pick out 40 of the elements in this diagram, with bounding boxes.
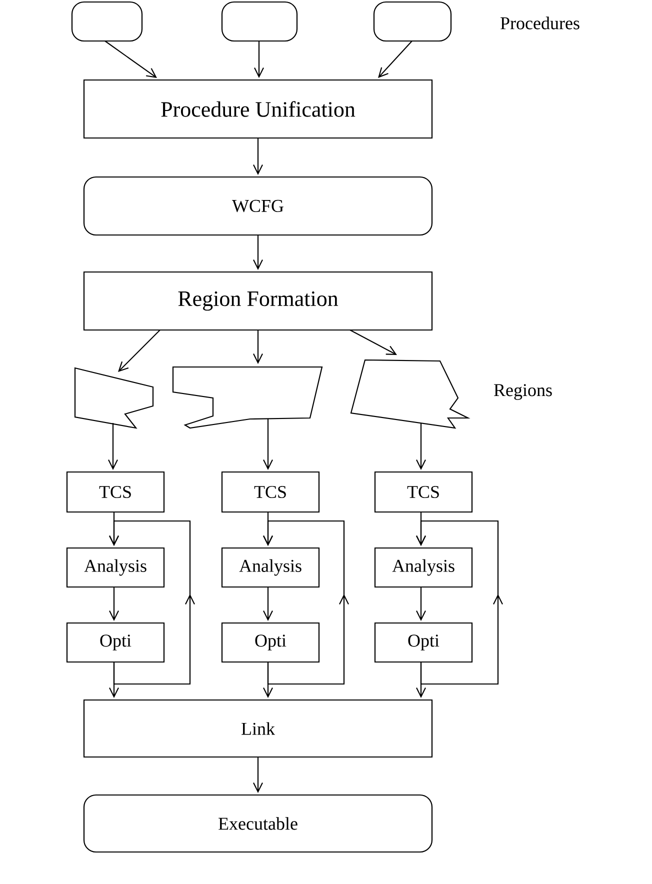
group-label: Regions xyxy=(494,384,552,400)
rounded-box: WCFG xyxy=(83,176,433,236)
arrow xyxy=(108,423,118,470)
process-box: Analysis xyxy=(221,547,320,588)
arrow xyxy=(118,330,160,372)
arrow xyxy=(253,235,263,270)
process-box: Opti xyxy=(66,622,165,663)
process-box: Analysis xyxy=(374,547,473,588)
region-polygon xyxy=(350,359,470,429)
arrow xyxy=(253,138,263,175)
arrow xyxy=(253,757,263,793)
process-box: Opti xyxy=(374,622,473,663)
group-label: Procedures xyxy=(500,16,580,30)
region-polygon xyxy=(172,366,323,429)
rounded-box: Executable xyxy=(83,794,433,853)
arrow xyxy=(263,587,273,621)
arrow xyxy=(350,330,397,355)
arrow xyxy=(416,587,426,621)
arrow xyxy=(253,330,263,364)
process-box: TCS xyxy=(221,471,320,513)
rounded-box xyxy=(373,1,452,42)
arrow xyxy=(416,423,426,470)
arrow xyxy=(254,41,264,78)
arrow xyxy=(109,520,195,685)
process-box: Analysis xyxy=(66,547,165,588)
process-box: Link xyxy=(83,699,433,758)
region-polygon xyxy=(74,367,154,429)
arrow xyxy=(109,587,119,621)
rounded-box xyxy=(71,1,143,42)
arrow xyxy=(378,40,412,78)
process-box: TCS xyxy=(66,471,165,513)
arrow xyxy=(104,40,157,78)
process-box: Region Formation xyxy=(83,271,433,331)
rounded-box xyxy=(221,1,298,42)
process-box: Procedure Unification xyxy=(83,79,433,139)
process-box: Opti xyxy=(221,622,320,663)
process-box: TCS xyxy=(374,471,473,513)
arrow xyxy=(416,520,503,685)
arrow xyxy=(263,419,273,470)
arrow xyxy=(263,520,349,685)
